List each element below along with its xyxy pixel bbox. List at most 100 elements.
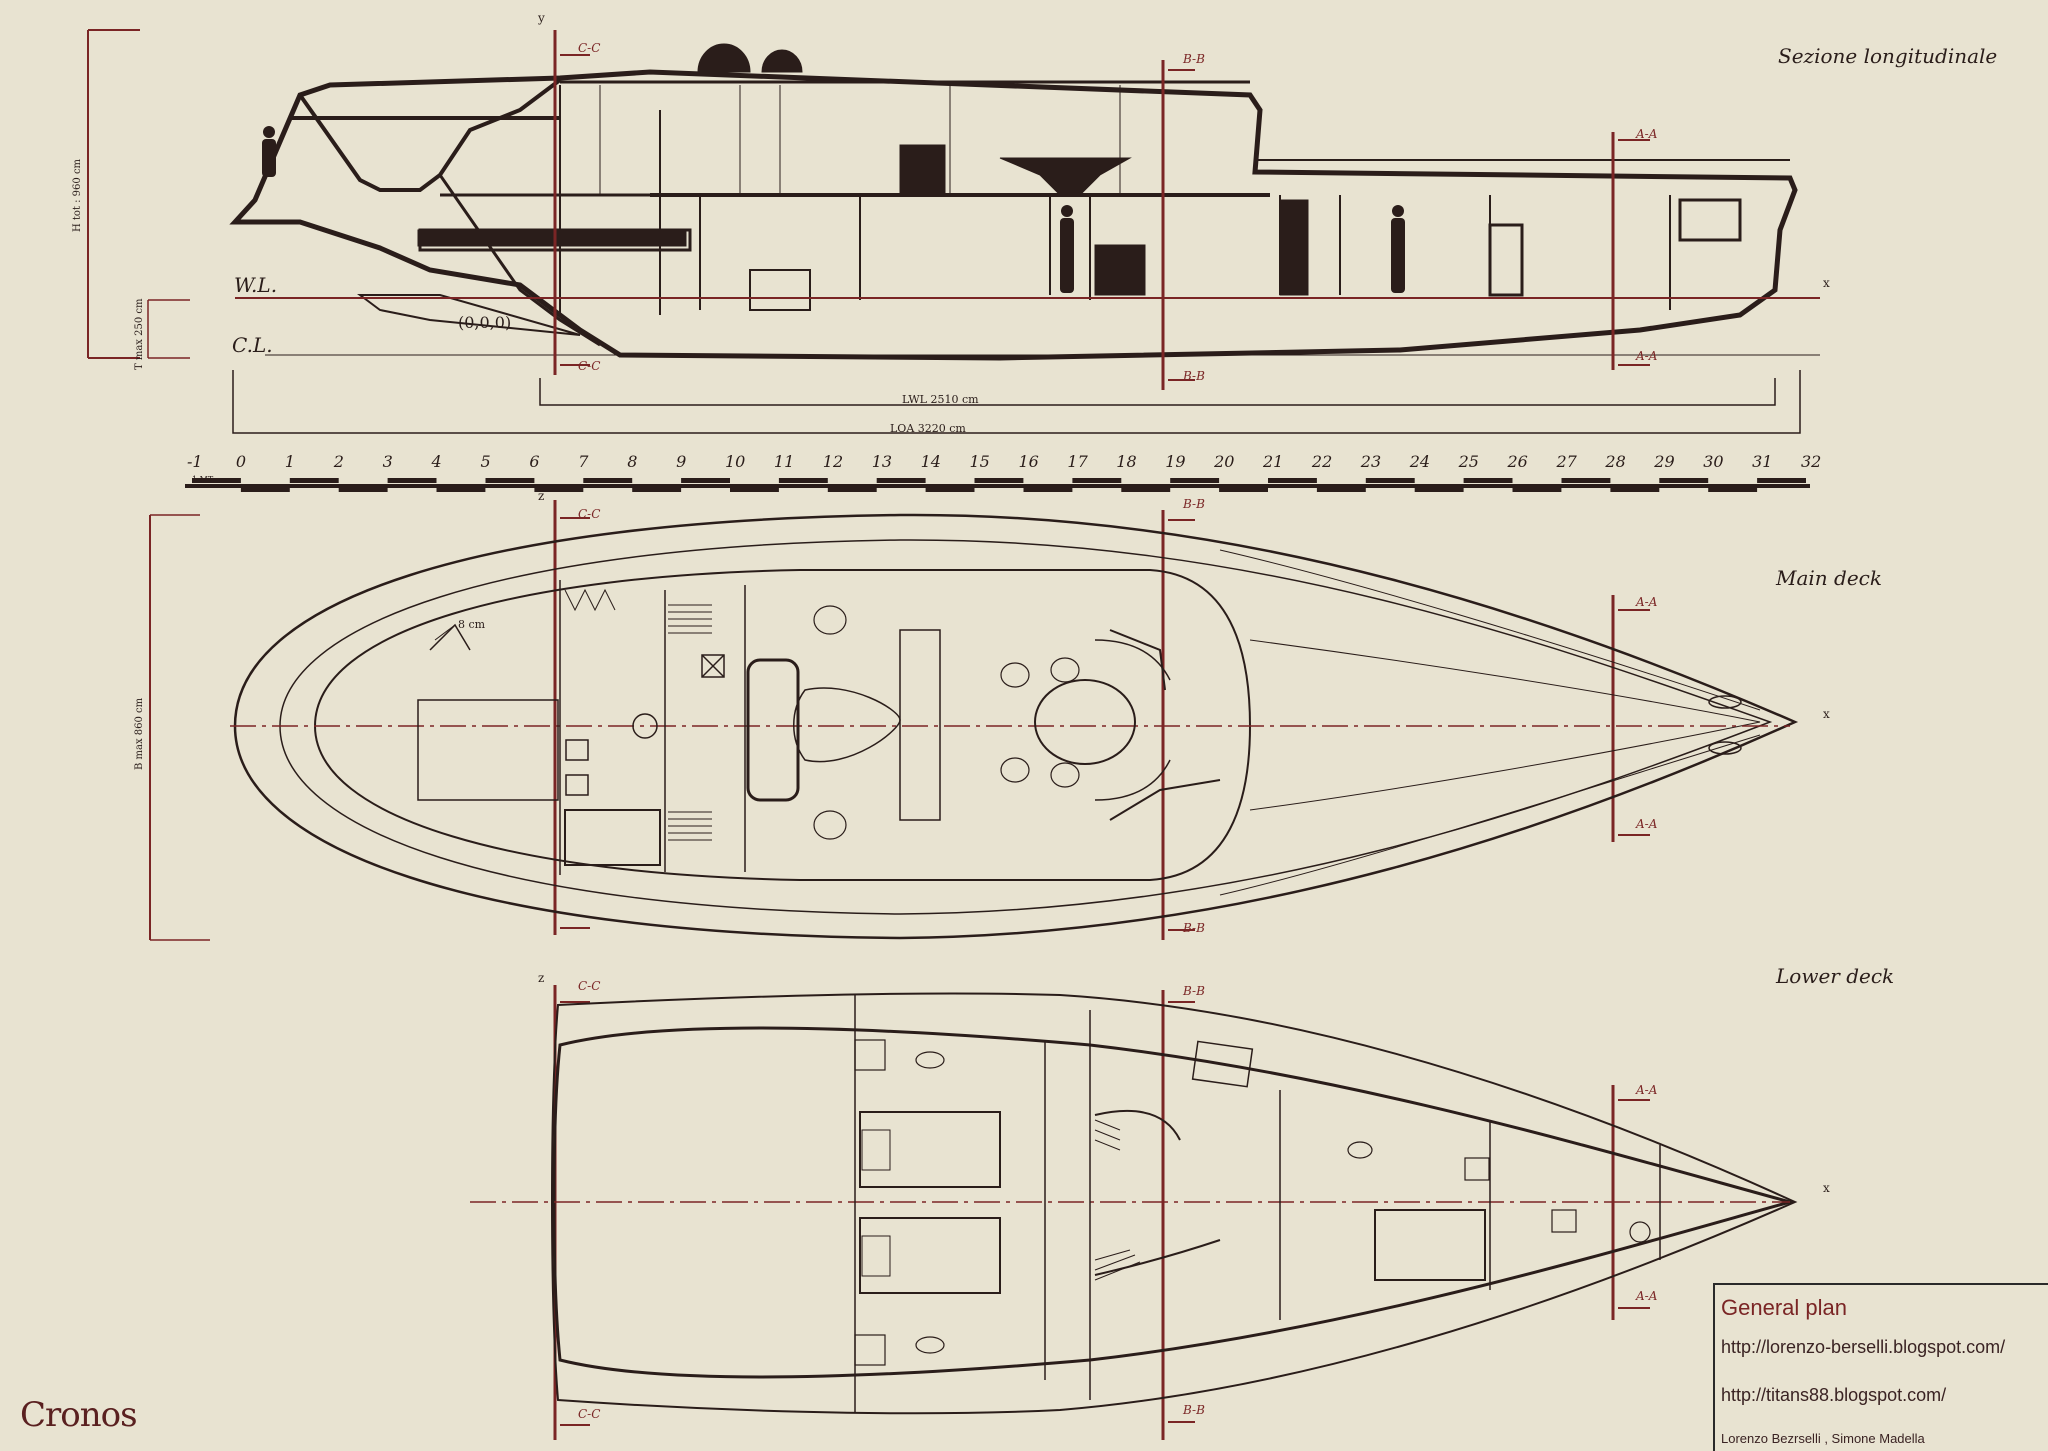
scale-tick-label: 8 bbox=[627, 452, 637, 471]
scale-segment bbox=[730, 487, 779, 492]
scale-tick-label: 32 bbox=[1801, 452, 1821, 471]
lower-deck-title: Lower deck bbox=[1775, 964, 1894, 988]
scale-segment bbox=[1414, 487, 1464, 492]
scale-segment bbox=[1659, 478, 1709, 483]
cc-label: C-C bbox=[578, 507, 600, 521]
bb-label: B-B bbox=[1182, 497, 1205, 511]
x-axis-label-lower: x bbox=[1823, 1181, 1830, 1195]
height-dimension: H tot : 960 cm bbox=[72, 158, 83, 232]
aa-label: A-A bbox=[1635, 1289, 1658, 1303]
scale-segment bbox=[1219, 487, 1268, 492]
bb-label: B-B bbox=[1182, 984, 1205, 998]
scale-segment bbox=[632, 487, 682, 492]
scale-segment bbox=[1708, 487, 1758, 492]
section-view-title: Sezione longitudinale bbox=[1778, 44, 1997, 68]
bb-label: B-B bbox=[1182, 921, 1205, 935]
lower-deck-hull bbox=[551, 992, 1798, 1415]
scale-tick-label: 24 bbox=[1409, 452, 1430, 471]
scale-tick-label: 15 bbox=[970, 452, 990, 471]
scale-segment bbox=[1365, 478, 1415, 483]
scale-segment bbox=[583, 478, 633, 483]
y-axis-label: y bbox=[537, 11, 545, 25]
lwl-dimension: LWL 2510 cm bbox=[902, 393, 979, 406]
scale-segment bbox=[1268, 478, 1317, 483]
scale-tick-label: 23 bbox=[1360, 452, 1381, 471]
scale-segment bbox=[778, 478, 828, 483]
scale-tick-label: 20 bbox=[1213, 452, 1234, 471]
scale-segment bbox=[1561, 478, 1611, 483]
scale-segment bbox=[1170, 478, 1220, 483]
main-deck-plan bbox=[149, 513, 1799, 941]
scale-segment bbox=[974, 478, 1024, 483]
scale-segment bbox=[1121, 487, 1171, 492]
title-block: General plan http://lorenzo-berselli.blo… bbox=[1713, 1283, 2048, 1451]
scale-segment bbox=[485, 478, 535, 483]
scale-segment bbox=[289, 478, 339, 483]
scale-tick-label: 3 bbox=[383, 452, 393, 471]
scale-segment bbox=[1316, 487, 1366, 492]
centerline-label: C.L. bbox=[232, 333, 273, 357]
scale-tick-label: 25 bbox=[1458, 452, 1479, 471]
scale-segment bbox=[240, 487, 290, 492]
blog-link-berselli[interactable]: http://lorenzo-berselli.blogspot.com/ bbox=[1721, 1337, 2006, 1357]
cc-label: C-C bbox=[578, 979, 600, 993]
scale-segment bbox=[1610, 487, 1660, 492]
origin-label: (0,0,0) bbox=[458, 313, 511, 332]
aa-label: A-A bbox=[1635, 1083, 1658, 1097]
scale-segment bbox=[827, 487, 877, 492]
main-deck-hull bbox=[233, 513, 1799, 940]
cc-label: C-C bbox=[578, 41, 600, 55]
scale-segment bbox=[925, 487, 975, 492]
main-deck-title: Main deck bbox=[1775, 566, 1882, 590]
title-block-heading: General plan bbox=[1721, 1295, 1847, 1320]
beam-dimension: B max 860 cm bbox=[134, 697, 145, 770]
scale-segment bbox=[876, 478, 926, 483]
scale-tick-label: 13 bbox=[872, 452, 892, 471]
scale-segment bbox=[436, 487, 486, 492]
blog-link-titans[interactable]: http://titans88.blogspot.com/ bbox=[1721, 1385, 1947, 1405]
scale-tick-label: 30 bbox=[1703, 452, 1723, 471]
scale-segment bbox=[338, 487, 388, 492]
scale-segment bbox=[1463, 478, 1513, 483]
scale-tick-label: 28 bbox=[1604, 452, 1625, 471]
scale-tick-label: 0 bbox=[236, 452, 246, 471]
scale-segment bbox=[534, 487, 584, 492]
scale-tick-label: 4 bbox=[431, 452, 442, 471]
aa-label: A-A bbox=[1635, 127, 1658, 141]
longitudinal-section bbox=[87, 29, 1820, 434]
section-lines bbox=[553, 30, 1650, 1440]
scale-tick-label: 5 bbox=[481, 452, 491, 471]
scale-tick-label: -1 bbox=[187, 452, 203, 471]
waterline-label: W.L. bbox=[234, 273, 277, 297]
bb-label: B-B bbox=[1182, 52, 1205, 66]
scale-tick-label: 9 bbox=[676, 452, 686, 471]
scale-tick-label: 27 bbox=[1556, 452, 1578, 471]
z-axis-label-lower: z bbox=[538, 971, 544, 985]
scale-unit-label: 1 MT bbox=[192, 475, 214, 484]
scale-tick-label: 22 bbox=[1311, 452, 1332, 471]
scale-tick-label: 19 bbox=[1165, 452, 1185, 471]
scale-tick-label: 18 bbox=[1116, 452, 1136, 471]
scale-tick-label: 17 bbox=[1067, 452, 1088, 471]
scale-tick-label: 2 bbox=[333, 452, 344, 471]
lower-deck-plan bbox=[470, 992, 1798, 1415]
authors-credit: Lorenzo Bezrselli , Simone Madella bbox=[1721, 1431, 1925, 1446]
scale-segment bbox=[1023, 487, 1073, 492]
scale-segment bbox=[387, 478, 437, 483]
scale-tick-label: 7 bbox=[578, 452, 589, 471]
scale-segment bbox=[681, 478, 730, 483]
scale-segment bbox=[1512, 487, 1562, 492]
bb-label: B-B bbox=[1182, 1403, 1205, 1417]
x-axis-label-main: x bbox=[1823, 707, 1830, 721]
cc-label: C-C bbox=[578, 359, 600, 373]
scale-tick-label: 12 bbox=[823, 452, 843, 471]
hull-profile bbox=[229, 69, 1798, 361]
drawing-labels: Sezione longitudinale Main deck Lower de… bbox=[72, 11, 1997, 1421]
scale-segment bbox=[1757, 478, 1806, 483]
scale-tick-label: 29 bbox=[1653, 452, 1674, 471]
z-axis-label-main: z bbox=[538, 489, 544, 503]
loa-dimension: LOA 3220 cm bbox=[890, 422, 966, 435]
cc-label: C-C bbox=[578, 1407, 600, 1421]
scale-segment bbox=[1072, 478, 1122, 483]
